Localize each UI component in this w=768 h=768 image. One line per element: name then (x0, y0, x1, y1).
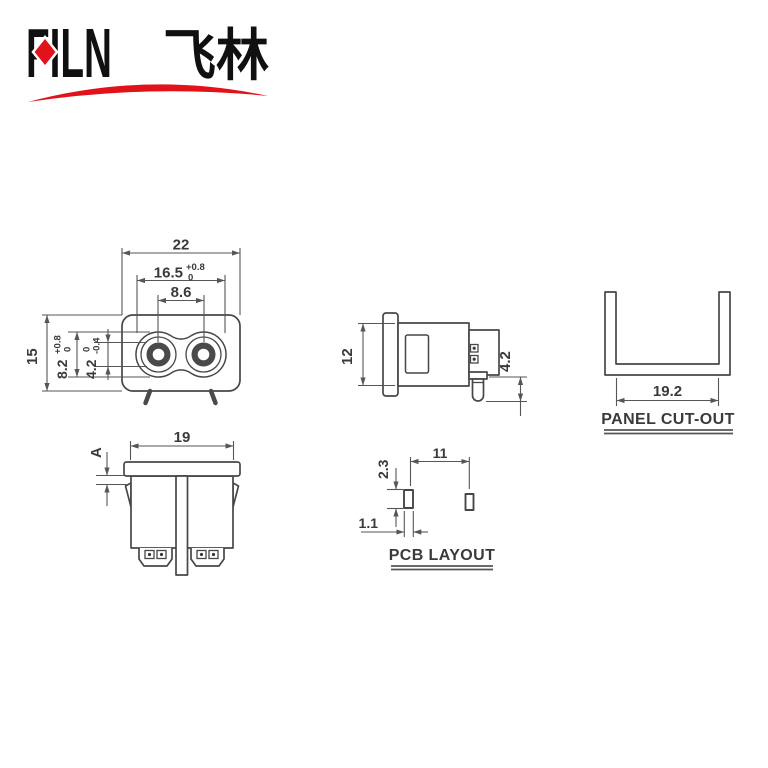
pcb-dimension-lines (361, 458, 470, 535)
dim-overall-width: 22 (173, 237, 190, 254)
dim-bottom-width: 19 (174, 429, 191, 446)
terminal-right-slot-1 (196, 549, 207, 560)
front-left-leg (143, 388, 153, 406)
side-contact-dot-2 (472, 357, 476, 361)
side-contact-dot-1 (472, 346, 476, 350)
terminal-right-dot-1 (199, 552, 204, 557)
dim-pad-width: 1.1 (359, 515, 379, 531)
logo-cjk-text: 飞林 (163, 24, 269, 87)
terminal-right-dot-2 (211, 552, 216, 557)
dim-pin-diameter-tol-lower: -0.4 (92, 337, 103, 354)
bottom-view: 19 A (88, 429, 241, 576)
panel-cutout-label-underline (604, 429, 733, 435)
pcb-layout-label: PCB LAYOUT (389, 547, 496, 564)
bottom-center-tab (175, 475, 189, 576)
terminal-right-slot-2 (208, 549, 219, 560)
dim-recess-height: 8.2 (54, 359, 70, 379)
bottom-flange (123, 461, 241, 477)
bottom-terminal-left (138, 548, 173, 567)
terminal-left-dot-1 (147, 552, 152, 557)
side-pin-step (468, 371, 488, 380)
dim-recess-height-tol-upper: +0.8 (53, 335, 64, 354)
pcb-pad-left (403, 489, 414, 509)
pcb-pad-right (464, 493, 475, 511)
dim-pin-diameter-tol-upper: 0 (82, 347, 93, 352)
panel-cutout-view: 19.2 PANEL CUT-OUT (601, 291, 735, 435)
logo-diamond-icon (31, 34, 59, 70)
dim-pin-pitch: 8.6 (171, 284, 192, 301)
logo-swoosh-icon (28, 84, 268, 102)
side-pin (471, 378, 485, 402)
dim-side-body-height: 12 (339, 348, 356, 365)
front-right-leg (208, 388, 218, 406)
terminal-left-dot-2 (159, 552, 164, 557)
terminal-left-slot-2 (156, 549, 167, 560)
pin-left-hole (152, 348, 165, 361)
dim-pad-length: 2.3 (375, 459, 391, 479)
dim-recess-height-tol-lower: 0 (63, 347, 74, 352)
pin-right-hole (197, 348, 210, 361)
pcb-extension-lines (387, 457, 470, 537)
pcb-layout-view: 11 2.3 1.1 PCB LAYOUT (359, 445, 496, 571)
bottom-terminal-right (190, 548, 225, 567)
dim-recess-width: 16.5 (154, 265, 183, 282)
front-extension-lines (42, 248, 241, 392)
side-terminal-contact-1 (469, 343, 479, 353)
dim-recess-width-tol-lower: 0 (188, 273, 193, 284)
side-flange (382, 312, 399, 397)
dim-overall-height: 15 (24, 348, 41, 365)
dim-recess-width-tol-upper: +0.8 (186, 262, 205, 273)
side-dimension-lines (360, 323, 524, 416)
side-window (404, 334, 430, 374)
side-view: 12 4.2 (339, 312, 527, 416)
dim-side-pin-length: 4.2 (497, 351, 514, 372)
front-dimension-lines (44, 250, 240, 391)
brand-logo: FILN 飞林 (26, 14, 269, 102)
dim-cutout-width: 19.2 (653, 383, 682, 400)
panel-cutout-shape (604, 291, 731, 376)
dim-flange-a: A (88, 447, 105, 458)
pcb-label-underline (391, 565, 493, 571)
dim-pin-diameter: 4.2 (83, 359, 99, 379)
bottom-dimension-lines (104, 443, 234, 506)
dim-pad-pitch: 11 (433, 445, 448, 461)
panel-cutout-label: PANEL CUT-OUT (601, 411, 735, 428)
side-terminal-contact-2 (469, 354, 479, 364)
terminal-left-slot-1 (144, 549, 155, 560)
front-view: 22 16.5 +0.8 0 8.6 15 8.2 +0.8 0 4.2 0 -… (24, 237, 241, 406)
